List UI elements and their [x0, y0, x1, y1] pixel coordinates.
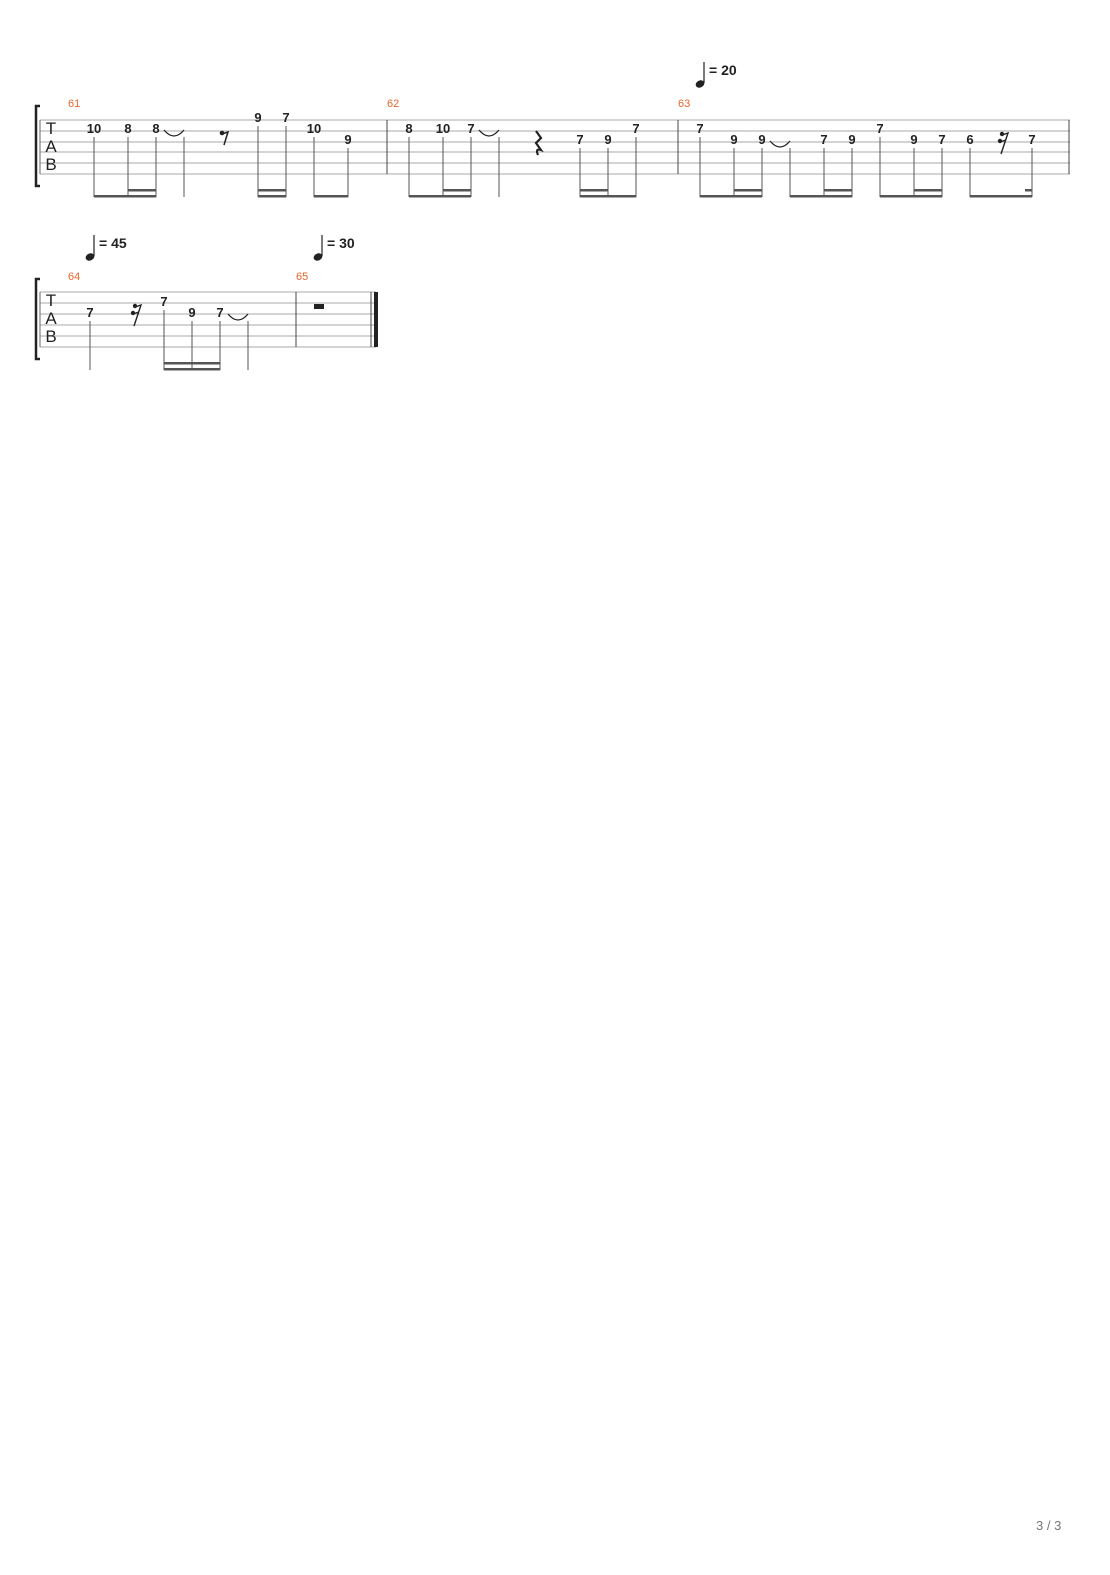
fret-number: 7 [632, 121, 639, 136]
fret-number: 9 [848, 132, 855, 147]
note-beams [94, 189, 348, 198]
note-stems [699, 137, 1033, 197]
fret-number: 9 [730, 132, 737, 147]
tempo-text: = 20 [709, 62, 737, 78]
fret-number: 8 [152, 121, 159, 136]
measure-number: 63 [678, 98, 690, 110]
note-beams [700, 189, 1032, 198]
measure-number: 64 [68, 271, 80, 283]
tab-system-1: T A B 61 62 63 = 20 10 8 8 9 7 10 9 [34, 62, 1070, 198]
fret-number: 9 [604, 132, 611, 147]
fret-number: 9 [344, 132, 351, 147]
final-barline-thick [374, 292, 378, 347]
tempo-marking: = 30 [313, 235, 355, 261]
fret-number: 7 [160, 294, 167, 309]
tie-arc [478, 129, 500, 137]
sixteenth-rest-icon [130, 303, 143, 327]
page-counter: 3 / 3 [1036, 1518, 1062, 1533]
measure-63: 7 9 9 7 9 7 9 7 6 7 [696, 121, 1036, 198]
tab-clef-letter: T [46, 119, 56, 138]
tempo-text: = 45 [99, 235, 127, 251]
fret-number: 6 [966, 132, 973, 147]
measure-62: 8 10 7 7 9 7 [405, 121, 640, 198]
system-bracket [34, 277, 40, 361]
fret-number: 9 [254, 110, 261, 125]
tab-clef-letter: A [45, 309, 57, 328]
tab-system-2: T A B 64 65 = 45 = 30 7 7 9 7 [34, 235, 378, 371]
note-beams [409, 189, 636, 198]
note-stems [89, 310, 249, 370]
tab-clef-letter: B [45, 155, 56, 174]
measure-number: 62 [387, 98, 399, 110]
tempo-marking: = 20 [695, 62, 737, 88]
fret-number: 7 [576, 132, 583, 147]
tie-arc [769, 140, 791, 148]
fret-number: 7 [86, 305, 93, 320]
tie-arc [163, 129, 185, 137]
fret-number: 7 [467, 121, 474, 136]
quarter-note-icon [695, 80, 705, 88]
fret-number: 7 [938, 132, 945, 147]
fret-number: 7 [216, 305, 223, 320]
note-stems [93, 126, 349, 197]
fret-number: 10 [87, 121, 101, 136]
staff-lines [40, 291, 376, 348]
measure-65 [314, 304, 324, 309]
fret-number: 7 [876, 121, 883, 136]
measure-64: 7 7 9 7 [86, 294, 249, 371]
fret-number: 8 [124, 121, 131, 136]
tab-clef-letter: T [46, 291, 56, 310]
quarter-rest-icon [534, 130, 544, 156]
fret-number: 10 [436, 121, 450, 136]
fret-number: 9 [758, 132, 765, 147]
fret-number: 7 [820, 132, 827, 147]
fret-number: 7 [282, 110, 289, 125]
sixteenth-rest-icon [997, 131, 1010, 155]
quarter-note-icon [85, 253, 95, 261]
tab-clef-letter: A [45, 137, 57, 156]
tab-clef-letter: B [45, 327, 56, 346]
tempo-text: = 30 [327, 235, 355, 251]
fret-number: 8 [405, 121, 412, 136]
staff-lines [40, 119, 1070, 175]
eighth-rest-icon [219, 130, 230, 146]
fret-number: 7 [696, 121, 703, 136]
quarter-note-icon [313, 253, 323, 261]
fret-number: 10 [307, 121, 321, 136]
note-beams [164, 362, 220, 371]
note-stems [408, 137, 637, 197]
half-rest-icon [314, 304, 324, 309]
fret-number: 9 [910, 132, 917, 147]
fret-number: 7 [1028, 132, 1035, 147]
fret-number: 9 [188, 305, 195, 320]
system-bracket [34, 104, 40, 188]
tie-arc [227, 313, 249, 321]
measure-number: 65 [296, 271, 308, 283]
measure-61: 10 8 8 9 7 10 9 [87, 110, 352, 198]
measure-number: 61 [68, 98, 80, 110]
tempo-marking: = 45 [85, 235, 127, 261]
